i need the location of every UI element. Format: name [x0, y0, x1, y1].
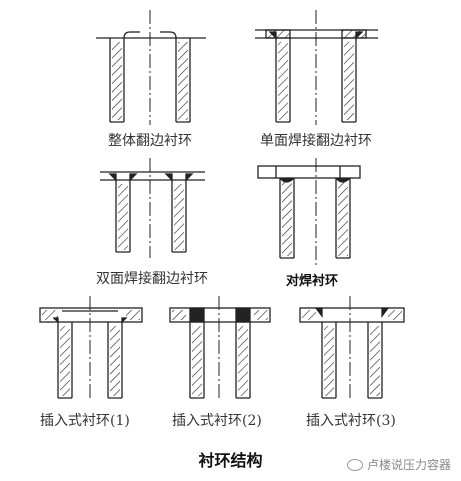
- diagram-insert-ring-2: [169, 296, 271, 400]
- wechat-icon: [346, 458, 363, 471]
- watermark: 卢楼说压力容器: [346, 456, 451, 473]
- diagram-insert-ring-1: [39, 296, 143, 400]
- label-butt-welded-ring: 对焊衬环: [286, 273, 339, 288]
- label-insert-ring-2: 插入式衬环(2): [172, 413, 262, 429]
- diagram-double-welded-flanged-ring: [100, 158, 205, 258]
- diagram-integral-flanged-ring: [96, 10, 206, 125]
- diagram-single-welded-flanged-ring: [255, 10, 378, 125]
- label-single-welded-flanged-ring: 单面焊接翻边衬环: [260, 133, 372, 149]
- diagram-butt-welded-ring: [257, 158, 361, 268]
- label-insert-ring-3: 插入式衬环(3): [306, 413, 396, 429]
- label-integral-flanged-ring: 整体翻边衬环: [108, 133, 192, 149]
- label-double-welded-flanged-ring: 双面焊接翻边衬环: [96, 271, 208, 287]
- watermark-text: 卢楼说压力容器: [366, 458, 451, 472]
- diagram-insert-ring-3: [299, 296, 405, 400]
- figure-title: 衬环结构: [198, 453, 263, 470]
- label-insert-ring-1: 插入式衬环(1): [40, 413, 130, 429]
